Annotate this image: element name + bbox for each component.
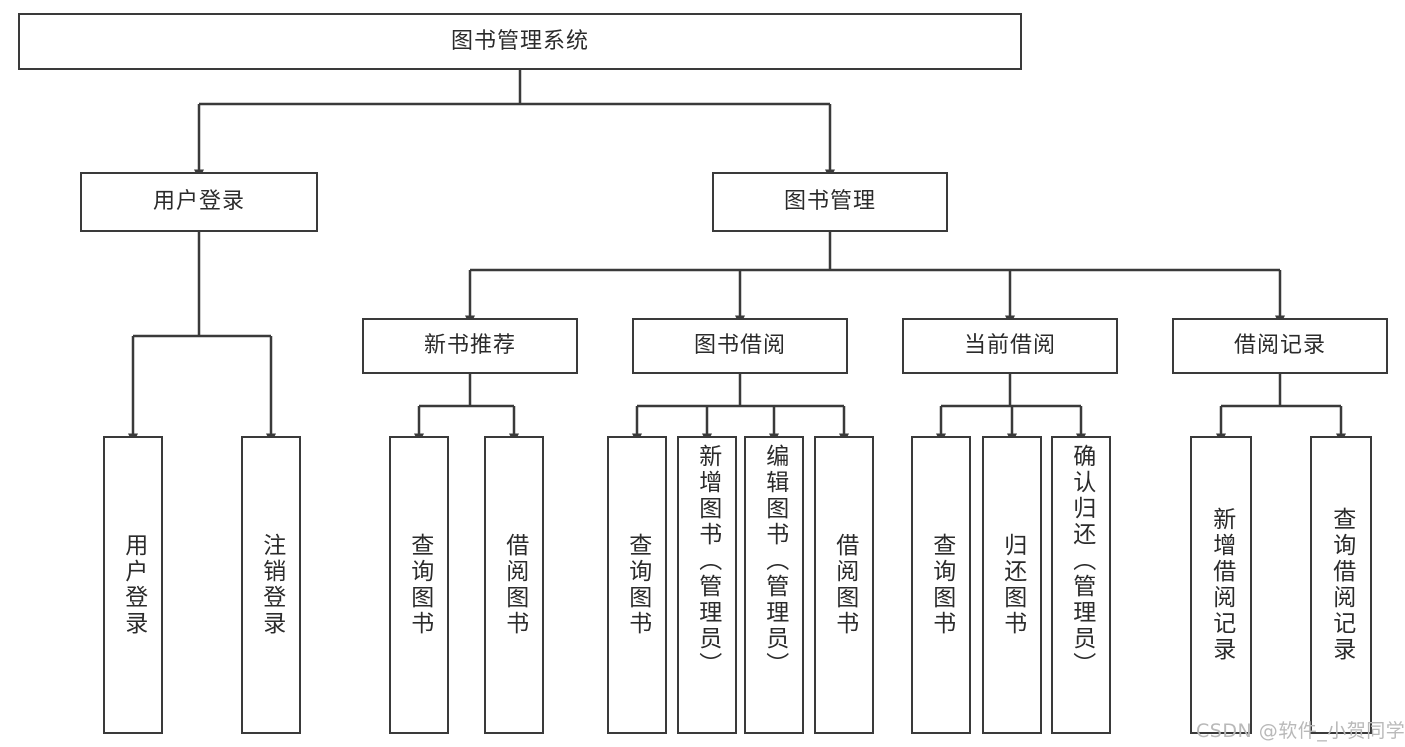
- node-current-borrow[interactable]: 当前借阅: [902, 318, 1118, 374]
- node-leaf-query-book-3-label: 查询图书: [928, 533, 955, 637]
- node-leaf-query-borrow-record[interactable]: 查询借阅记录: [1310, 436, 1372, 734]
- node-leaf-add-book[interactable]: 新增图书（管理员）: [677, 436, 737, 734]
- node-leaf-edit-book[interactable]: 编辑图书（管理员）: [744, 436, 804, 734]
- node-leaf-user-login[interactable]: 用户登录: [103, 436, 163, 734]
- node-new-book-recommend[interactable]: 新书推荐: [362, 318, 578, 374]
- node-user-login-label: 用户登录: [152, 189, 245, 215]
- node-leaf-query-book-3[interactable]: 查询图书: [911, 436, 971, 734]
- node-current-borrow-label: 当前借阅: [963, 333, 1056, 359]
- node-borrow-record-label: 借阅记录: [1233, 333, 1326, 359]
- node-leaf-borrow-book-1-label: 借阅图书: [501, 533, 528, 637]
- node-leaf-logout-login[interactable]: 注销登录: [241, 436, 301, 734]
- node-leaf-add-book-label: 新增图书（管理员）: [694, 444, 721, 678]
- node-leaf-user-login-label: 用户登录: [120, 533, 147, 637]
- node-book-borrow[interactable]: 图书借阅: [632, 318, 848, 374]
- node-leaf-query-book-1[interactable]: 查询图书: [389, 436, 449, 734]
- node-leaf-confirm-return-label: 确认归还（管理员）: [1068, 444, 1095, 678]
- node-leaf-add-borrow-record[interactable]: 新增借阅记录: [1190, 436, 1252, 734]
- node-book-manage-label: 图书管理: [783, 189, 876, 215]
- node-root[interactable]: 图书管理系统: [18, 13, 1022, 70]
- node-leaf-query-book-2[interactable]: 查询图书: [607, 436, 667, 734]
- node-leaf-borrow-book-2[interactable]: 借阅图书: [814, 436, 874, 734]
- node-leaf-return-book-label: 归还图书: [999, 533, 1026, 637]
- node-borrow-record[interactable]: 借阅记录: [1172, 318, 1388, 374]
- node-user-login[interactable]: 用户登录: [80, 172, 318, 232]
- node-book-manage[interactable]: 图书管理: [712, 172, 948, 232]
- node-leaf-query-book-1-label: 查询图书: [406, 533, 433, 637]
- node-root-label: 图书管理系统: [450, 28, 589, 54]
- node-book-borrow-label: 图书借阅: [693, 333, 786, 359]
- node-leaf-edit-book-label: 编辑图书（管理员）: [761, 444, 788, 678]
- node-new-book-recommend-label: 新书推荐: [423, 333, 516, 359]
- node-leaf-logout-login-label: 注销登录: [258, 533, 285, 637]
- node-leaf-borrow-book-2-label: 借阅图书: [831, 533, 858, 637]
- node-leaf-return-book[interactable]: 归还图书: [982, 436, 1042, 734]
- node-leaf-borrow-book-1[interactable]: 借阅图书: [484, 436, 544, 734]
- node-leaf-query-book-2-label: 查询图书: [624, 533, 651, 637]
- node-leaf-query-borrow-record-label: 查询借阅记录: [1328, 507, 1355, 663]
- node-leaf-confirm-return[interactable]: 确认归还（管理员）: [1051, 436, 1111, 734]
- csdn-watermark: CSDN @软件_小贺同学: [1196, 720, 1405, 742]
- node-leaf-add-borrow-record-label: 新增借阅记录: [1208, 507, 1235, 663]
